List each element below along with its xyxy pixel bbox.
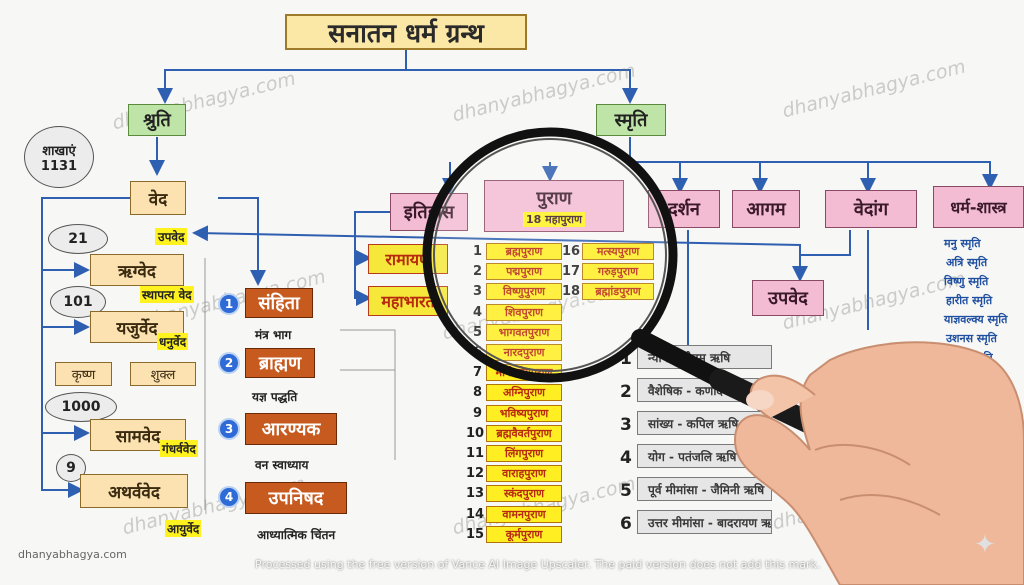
puran-number: 3 [466,284,482,299]
puran-item: नारदपुराण [486,344,562,361]
upved-smriti-node: उपवेद [752,280,824,316]
puran-number: 9 [472,405,482,421]
agam-node: आगम [732,190,800,228]
darshan-number: 2 [620,382,632,402]
puran-item: मत्स्यपुराण [582,243,654,260]
puran-number: 16 [562,244,580,259]
veda-count-1: 21 [48,224,108,254]
puran-number: 13 [466,486,485,502]
veda-atharvaved: अथर्ववेद [80,474,188,508]
puran-item: वामनपुराण [486,505,562,523]
shruti-node: श्रुति [128,104,186,136]
puran-item: विष्णुपुराण [486,283,562,301]
dharmashastra-node: धर्म-शास्त्र [933,186,1024,228]
smriti-node: स्मृति [596,104,666,136]
puran-item: कूर्मपुराण [486,525,562,543]
part-aranyak: आरण्यक [245,413,337,445]
dharmashastra-item: हारीत स्मृति [946,294,993,307]
puran-item: वाराहपुराण [486,465,562,483]
part-number-1: 1 [218,293,240,315]
branch-shukla: शुक्ल [130,362,196,386]
darshan-number: 5 [620,481,632,501]
dharmashastra-item: मनु स्मृति [944,237,981,250]
part-number-4: 4 [218,486,240,508]
root-title: सनातन धर्म ग्रन्थ [285,14,527,50]
puran-item: ब्रह्मपुराण [486,243,562,260]
veda-count-3: 1000 [45,392,117,422]
upved-label: उपवेद [155,228,188,245]
puran-number: 18 [562,284,580,299]
puran-label: पुराण [536,186,571,210]
footer-note: Processed using the free version of Vanc… [255,558,821,571]
puran-number: 17 [562,264,580,279]
upved-gandharvaved: गंधर्ववेद [160,440,198,457]
veda-yajurved: यजुर्वेद [90,311,184,343]
puran-number: 12 [466,466,485,482]
puran-number: 14 [466,506,485,522]
part-brahman-desc: यज्ञ पद्धति [252,390,298,404]
puran-number: 2 [466,264,482,279]
credit-text: dhanyabhagya.com [18,548,127,561]
puran-number: 7 [472,365,482,381]
part-samhita: संहिता [245,288,313,318]
part-brahman: ब्राह्मण [245,348,315,378]
puran-item: शिवपुराण [486,303,562,321]
part-samhita-desc: मंत्र भाग [255,328,292,342]
vedang-node: वेदांग [825,190,917,228]
darshan-item: उत्तर मीमांसा - बादरायण ऋषि [637,510,772,534]
puran-number: 11 [466,446,485,461]
puran-number: 5 [466,325,482,340]
darshan-number: 3 [620,415,632,435]
upved-dhanurved: धनुर्वेद [157,333,189,350]
dharmashastra-item: उशनस स्मृति [946,332,997,345]
part-upanishad-desc: आध्यात्मिक चिंतन [257,528,336,542]
puran-number: 10 [466,425,485,441]
puran-item: अग्निपुराण [486,384,562,402]
dharmashastra-item: अत्रि स्मृति [946,256,988,269]
branch-krishna: कृष्ण [55,362,112,386]
puran-item: स्कंदपुराण [486,485,562,503]
puran-item: गरुड़पुराण [582,263,654,281]
part-number-3: 3 [218,418,240,440]
upved-ayurved: आयुर्वेद [165,520,202,537]
puran-number: 1 [466,244,482,259]
dharmashastra-item: याज्ञवल्क्य स्मृति [944,313,1008,326]
part-aranyak-desc: वन स्वाध्याय [255,458,309,472]
puran-number: 4 [466,305,482,320]
veda-rigved: ऋग्वेद [90,254,184,286]
puran-node: पुराण 18 महापुराण [484,180,624,232]
darshan-number: 1 [620,349,632,369]
ved-node: वेद [130,181,186,215]
puran-item: भागवतपुराण [486,323,562,341]
puran-item: पद्मपुराण [486,263,562,281]
darshan-item: पूर्व मीमांसा - जैमिनी ऋषि [637,477,772,501]
shakhaen-count: 1131 [40,158,78,174]
puran-item: ब्रह्मवैवर्तपुराण [486,424,562,442]
darshan-number: 4 [620,448,632,468]
hand-illustration [733,341,1024,585]
shakhaen-label: शाखाएं [42,143,76,159]
dharmashastra-item: विष्णु स्मृति [944,275,989,288]
shakhaen-ellipse: शाखाएं 1131 [24,126,94,188]
puran-item: भविष्यपुराण [486,404,562,422]
upved-sthapatya: स्थापत्य वेद [140,286,194,303]
puran-number: 15 [466,526,485,542]
part-number-2: 2 [218,352,240,374]
puran-item: ब्रह्मांडपुराण [582,283,654,301]
darshan-number: 6 [620,514,632,534]
puran-number: 8 [472,385,482,401]
part-upanishad: उपनिषद [245,482,347,514]
sparkle-icon: ✦ [974,530,996,560]
puran-item: लिंगपुराण [486,445,562,462]
puran-sub: 18 महापुराण [523,211,585,227]
